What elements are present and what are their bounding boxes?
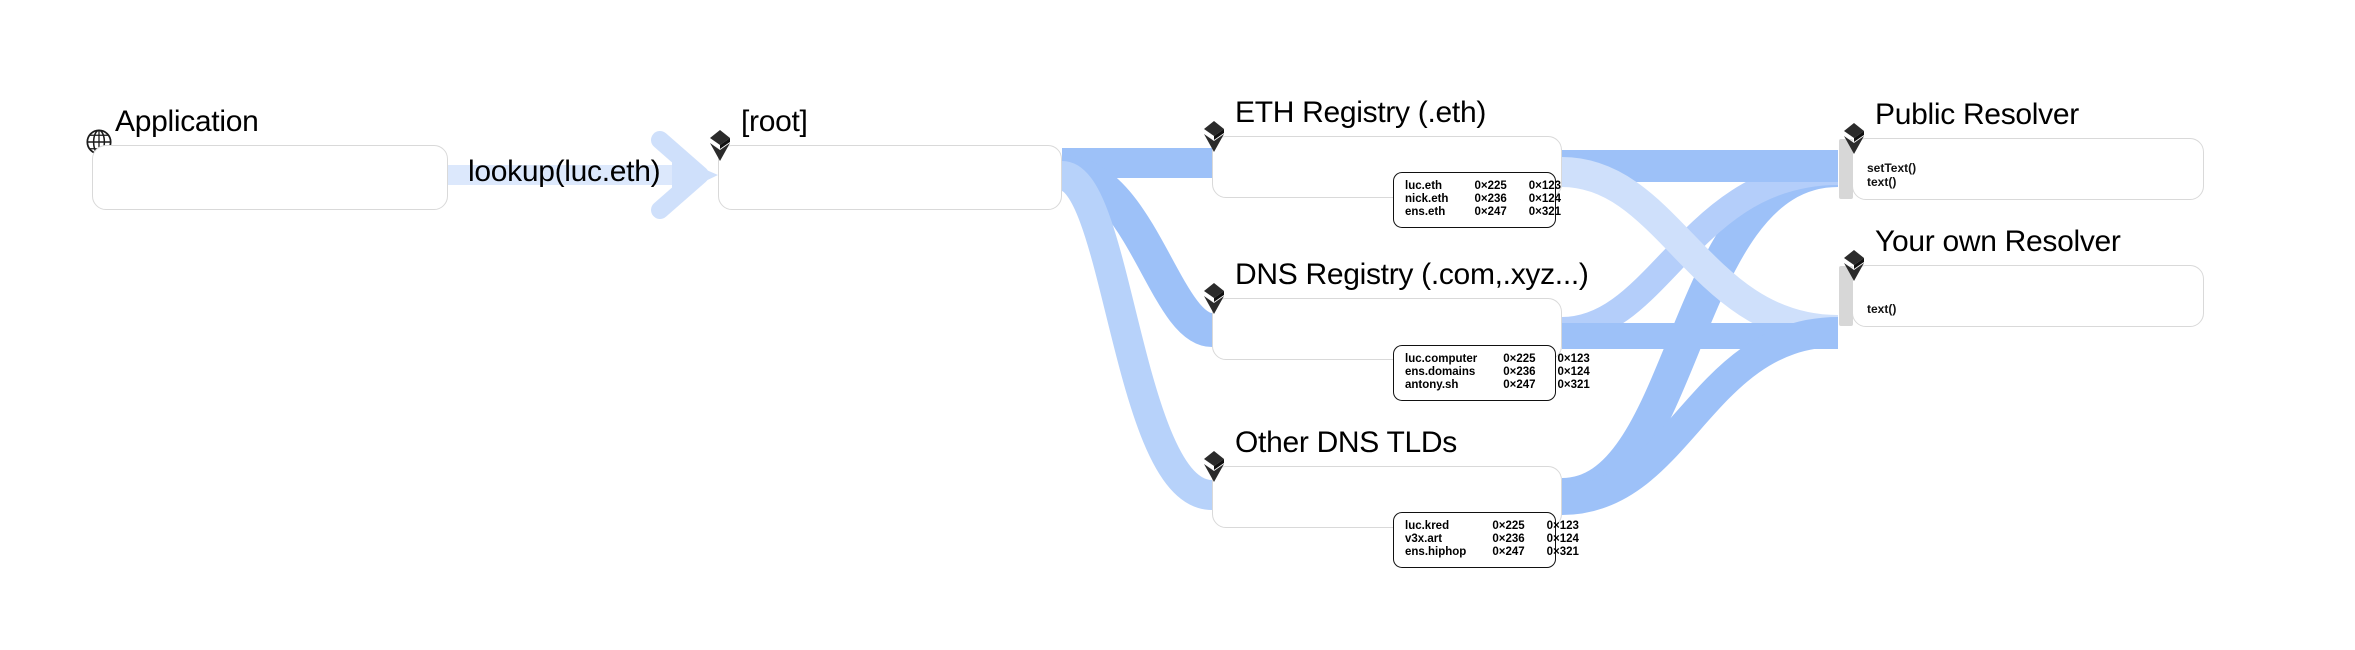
node-dns-registry-title: DNS Registry (.com,.xyz...)	[1235, 258, 1589, 291]
node-public-resolver[interactable]: Public Resolver setText() text()	[1839, 98, 2204, 200]
resolver-anchor-strip	[1839, 266, 1853, 326]
contract-icon	[1837, 121, 1871, 159]
record-node: 0×247	[1492, 546, 1525, 558]
node-other-dns-tlds-title: Other DNS TLDs	[1235, 426, 1457, 459]
record-name: luc.computer	[1405, 353, 1478, 365]
table-row: ens.eth 0×247 0×321	[1405, 206, 1583, 219]
table-row: ens.hiphop 0×247 0×321	[1405, 546, 1601, 559]
node-dns-registry[interactable]: DNS Registry (.com,.xyz...)	[1204, 258, 1589, 360]
records-table-other-dns-tlds: luc.kred 0×225 0×123 v3x.art 0×236 0×124…	[1393, 512, 1579, 568]
record-name: luc.eth	[1405, 180, 1443, 192]
record-node: 0×225	[1492, 520, 1525, 532]
record-name: ens.hiphop	[1405, 546, 1467, 558]
resolver-methods: text()	[1867, 301, 1897, 317]
records-table: luc.computer 0×225 0×123 ens.domains 0×2…	[1405, 353, 1612, 392]
table-row: ens.domains 0×236 0×124	[1405, 366, 1612, 379]
edge-label-lookup: lookup(luc.eth)	[468, 155, 661, 188]
records-rows: luc.eth 0×225 0×123 nick.eth 0×236 0×124…	[1405, 180, 1583, 219]
record-node: 0×247	[1503, 379, 1536, 391]
ribbon-other-tlds-to-public-resolver	[1560, 153, 1839, 512]
record-node: 0×247	[1474, 206, 1507, 218]
table-row: v3x.art 0×236 0×124	[1405, 533, 1601, 546]
table-row: antony.sh 0×247 0×321	[1405, 379, 1612, 392]
node-your-own-resolver-title: Your own Resolver	[1875, 225, 2121, 258]
contract-icon	[1837, 248, 1871, 286]
records-table: luc.eth 0×225 0×123 nick.eth 0×236 0×124…	[1405, 180, 1583, 219]
record-name: v3x.art	[1405, 533, 1443, 545]
node-root-title: [root]	[741, 105, 808, 138]
node-eth-registry-title: ETH Registry (.eth)	[1235, 96, 1487, 129]
resolver-anchor-strip	[1839, 139, 1853, 199]
record-resolver: 0×124	[1557, 366, 1590, 378]
contract-icon	[1197, 119, 1231, 157]
records-table-dns-registry: luc.computer 0×225 0×123 ens.domains 0×2…	[1393, 345, 1590, 401]
node-root[interactable]: [root]	[710, 105, 1062, 210]
table-row: luc.kred 0×225 0×123	[1405, 520, 1601, 533]
record-name: ens.domains	[1405, 366, 1476, 378]
record-node: 0×225	[1474, 180, 1507, 192]
records-table: luc.kred 0×225 0×123 v3x.art 0×236 0×124…	[1405, 520, 1601, 559]
record-resolver: 0×124	[1546, 533, 1579, 545]
node-public-resolver-title: Public Resolver	[1875, 98, 2079, 131]
resolver-methods: setText() text()	[1867, 161, 1917, 189]
record-resolver: 0×124	[1528, 193, 1562, 205]
record-node: 0×236	[1474, 193, 1507, 205]
node-application-title: Application	[115, 105, 259, 138]
contract-icon	[703, 128, 737, 166]
resolver-method: text()	[1867, 174, 1897, 189]
record-resolver: 0×321	[1528, 206, 1562, 218]
table-row: nick.eth 0×236 0×124	[1405, 193, 1583, 206]
records-table-eth-registry: luc.eth 0×225 0×123 nick.eth 0×236 0×124…	[1393, 172, 1561, 228]
node-your-own-resolver[interactable]: Your own Resolver text()	[1839, 225, 2204, 327]
record-resolver: 0×123	[1557, 353, 1590, 365]
record-resolver: 0×123	[1528, 180, 1562, 192]
ribbon-eth-registry-to-own-resolver	[1561, 157, 1839, 345]
records-rows: luc.kred 0×225 0×123 v3x.art 0×236 0×124…	[1405, 520, 1601, 559]
record-node: 0×236	[1492, 533, 1525, 545]
resolver-method: text()	[1867, 301, 1897, 316]
contract-icon	[1197, 449, 1231, 487]
record-name: antony.sh	[1405, 379, 1459, 391]
record-node: 0×225	[1503, 353, 1536, 365]
record-node: 0×236	[1503, 366, 1536, 378]
record-name: luc.kred	[1405, 520, 1450, 532]
resolver-method: setText()	[1867, 161, 1917, 175]
ribbon-dns-registry-to-public-resolver	[1561, 159, 1839, 343]
record-resolver: 0×321	[1557, 379, 1590, 391]
ribbon-root-to-other-tlds	[1058, 161, 1215, 510]
record-name: ens.eth	[1405, 206, 1446, 218]
table-row: luc.computer 0×225 0×123	[1405, 353, 1612, 366]
record-name: nick.eth	[1405, 193, 1449, 205]
table-row: luc.eth 0×225 0×123	[1405, 180, 1583, 193]
node-application[interactable]: Application	[92, 105, 448, 210]
record-resolver: 0×321	[1546, 546, 1579, 558]
ribbon-root-to-dns-registry	[1060, 155, 1216, 347]
contract-icon	[1197, 281, 1231, 319]
record-resolver: 0×123	[1546, 520, 1579, 532]
records-rows: luc.computer 0×225 0×123 ens.domains 0×2…	[1405, 353, 1612, 392]
